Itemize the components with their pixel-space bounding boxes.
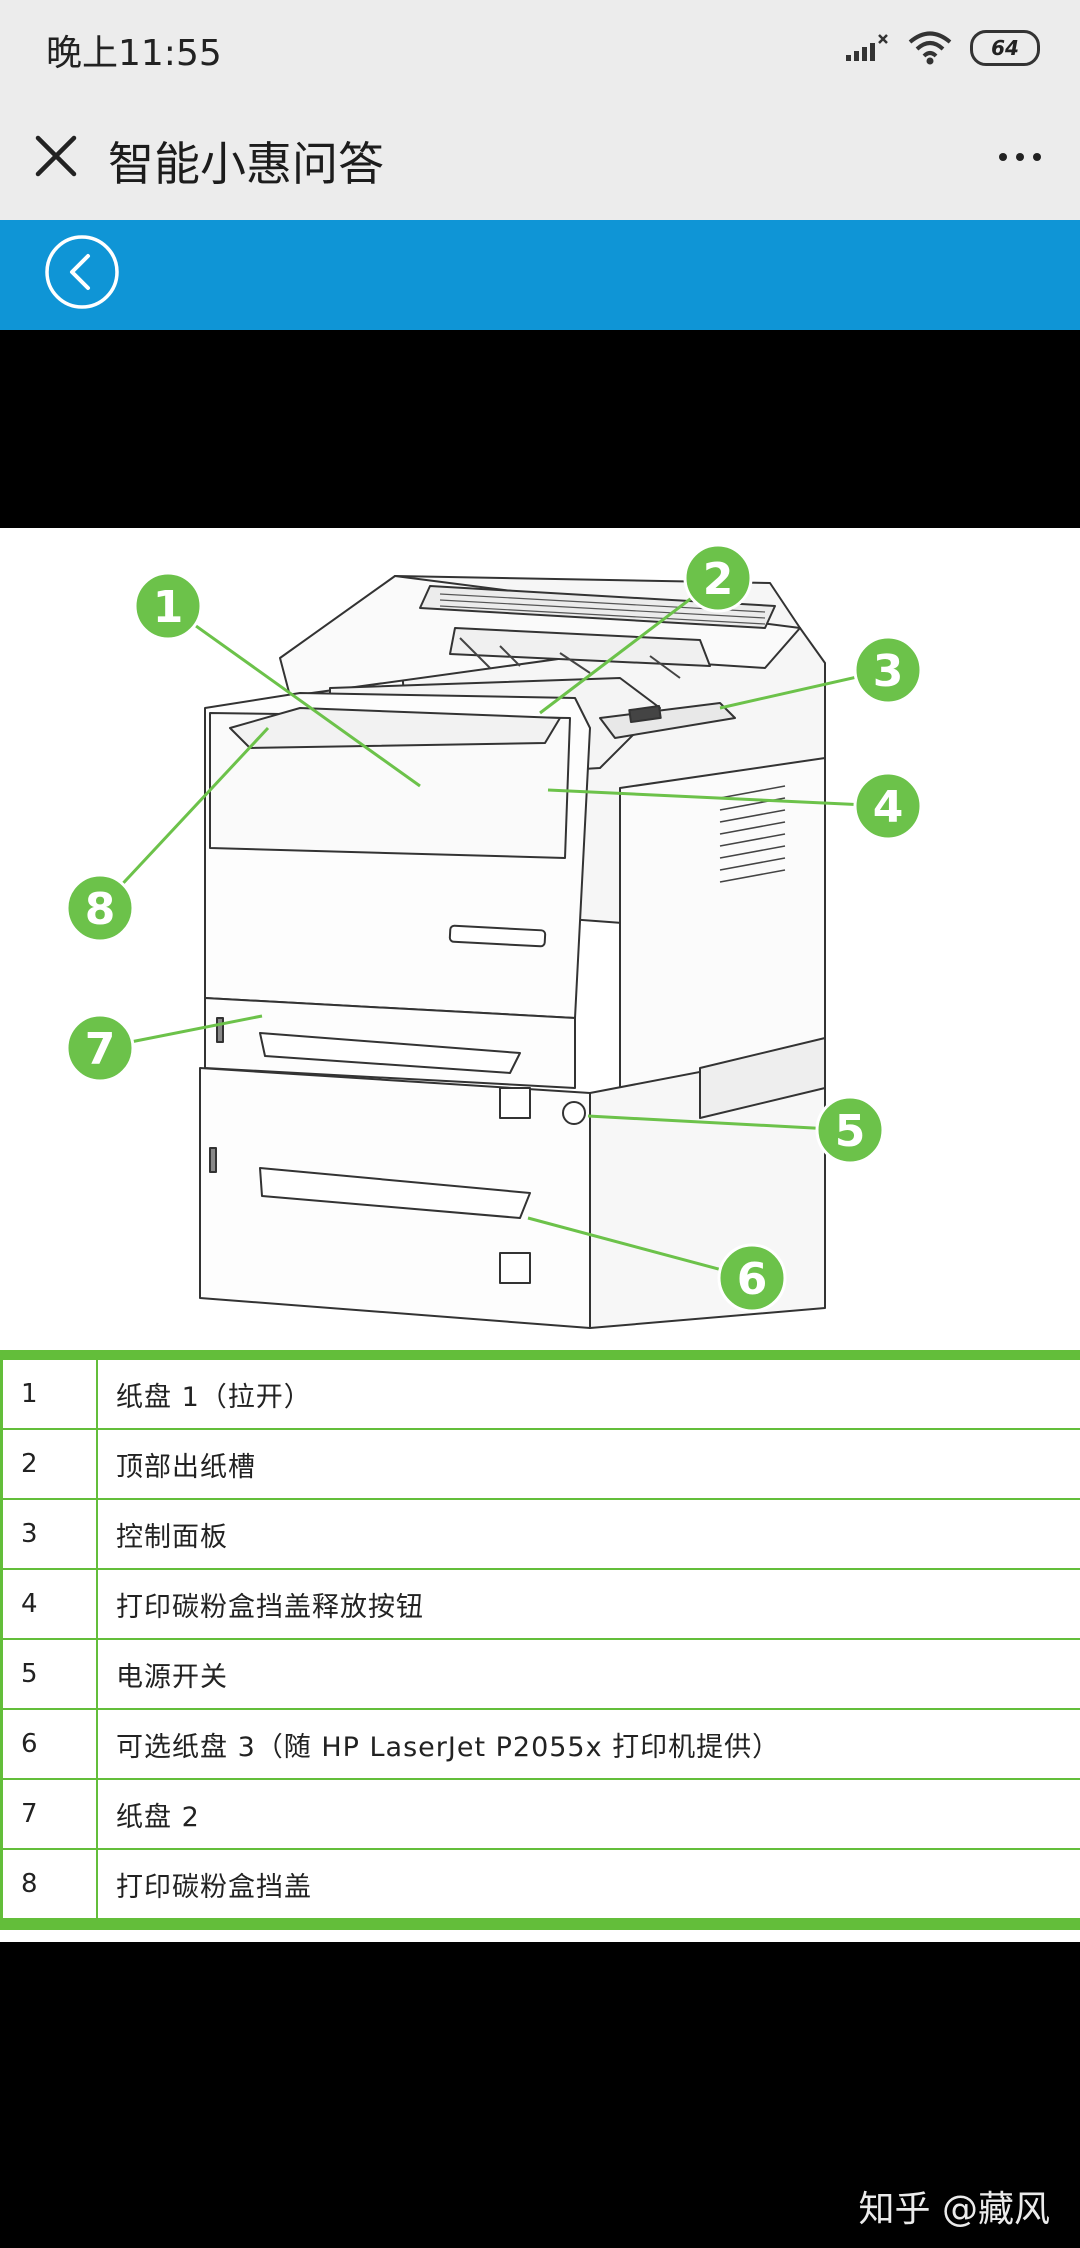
printer-diagram: 1 2 3 4 5 6 7 8 bbox=[65, 543, 923, 1329]
callout-8: 8 bbox=[85, 884, 116, 935]
callout-6: 6 bbox=[737, 1254, 768, 1305]
status-bar: 晚上11:55 64 bbox=[0, 0, 1080, 98]
web-nav-bar bbox=[0, 220, 1080, 330]
row-number: 7 bbox=[0, 1780, 98, 1848]
row-description: 纸盘 2 bbox=[116, 1801, 200, 1833]
more-options-icon[interactable] bbox=[990, 132, 1050, 182]
parts-table: 1 纸盘 1（拉开） 2 顶部出纸槽 3 控制面板 4 打印碳粉盒挡盖释放按钮 … bbox=[0, 1350, 1080, 1930]
page-title: 智能小惠问答 bbox=[108, 137, 384, 191]
row-number: 4 bbox=[0, 1570, 98, 1638]
callout-5: 5 bbox=[835, 1106, 866, 1157]
battery-level: 64 bbox=[991, 36, 1019, 60]
watermark: 知乎 @藏风 bbox=[858, 2189, 1050, 2230]
close-icon[interactable] bbox=[28, 128, 84, 184]
table-row: 5 电源开关 bbox=[0, 1640, 1080, 1710]
table-row: 7 纸盘 2 bbox=[0, 1780, 1080, 1850]
back-icon[interactable] bbox=[44, 234, 120, 310]
image-letterbox-top bbox=[0, 330, 1080, 528]
image-letterbox-bottom bbox=[0, 1942, 1080, 2248]
battery-icon: 64 bbox=[970, 30, 1040, 66]
row-number: 2 bbox=[0, 1430, 98, 1498]
table-row: 8 打印碳粉盒挡盖 bbox=[0, 1850, 1080, 1920]
table-row: 2 顶部出纸槽 bbox=[0, 1430, 1080, 1500]
table-row: 4 打印碳粉盒挡盖释放按钮 bbox=[0, 1570, 1080, 1640]
status-time: 晚上11:55 bbox=[46, 33, 222, 74]
status-icons: 64 bbox=[846, 26, 1040, 70]
row-description: 顶部出纸槽 bbox=[116, 1451, 256, 1483]
table-top-border bbox=[0, 1350, 1080, 1360]
row-number: 6 bbox=[0, 1710, 98, 1778]
row-number: 8 bbox=[0, 1850, 98, 1918]
row-description: 打印碳粉盒挡盖释放按钮 bbox=[116, 1591, 424, 1623]
table-bottom-border bbox=[0, 1920, 1080, 1930]
table-row: 3 控制面板 bbox=[0, 1500, 1080, 1570]
row-number: 1 bbox=[0, 1360, 98, 1428]
app-title-bar: 智能小惠问答 bbox=[0, 98, 1080, 220]
callout-7: 7 bbox=[85, 1024, 116, 1075]
table-row: 1 纸盘 1（拉开） bbox=[0, 1360, 1080, 1430]
row-description: 电源开关 bbox=[116, 1661, 228, 1693]
signal-icon bbox=[846, 34, 888, 61]
callout-1: 1 bbox=[153, 582, 184, 633]
table-row: 6 可选纸盘 3（随 HP LaserJet P2055x 打印机提供） bbox=[0, 1710, 1080, 1780]
row-description: 可选纸盘 3（随 HP LaserJet P2055x 打印机提供） bbox=[116, 1731, 781, 1763]
row-description: 纸盘 1（拉开） bbox=[116, 1381, 312, 1413]
callout-4: 4 bbox=[873, 782, 904, 833]
row-number: 5 bbox=[0, 1640, 98, 1708]
row-number: 3 bbox=[0, 1500, 98, 1568]
callout-2: 2 bbox=[703, 554, 734, 605]
row-description: 控制面板 bbox=[116, 1521, 228, 1553]
answer-image: 1 2 3 4 5 6 7 8 1 纸盘 1（拉开） 2 顶部出纸槽 3 控制面… bbox=[0, 528, 1080, 1942]
callout-3: 3 bbox=[873, 646, 904, 697]
wifi-icon bbox=[908, 31, 952, 65]
row-description: 打印碳粉盒挡盖 bbox=[116, 1871, 312, 1903]
